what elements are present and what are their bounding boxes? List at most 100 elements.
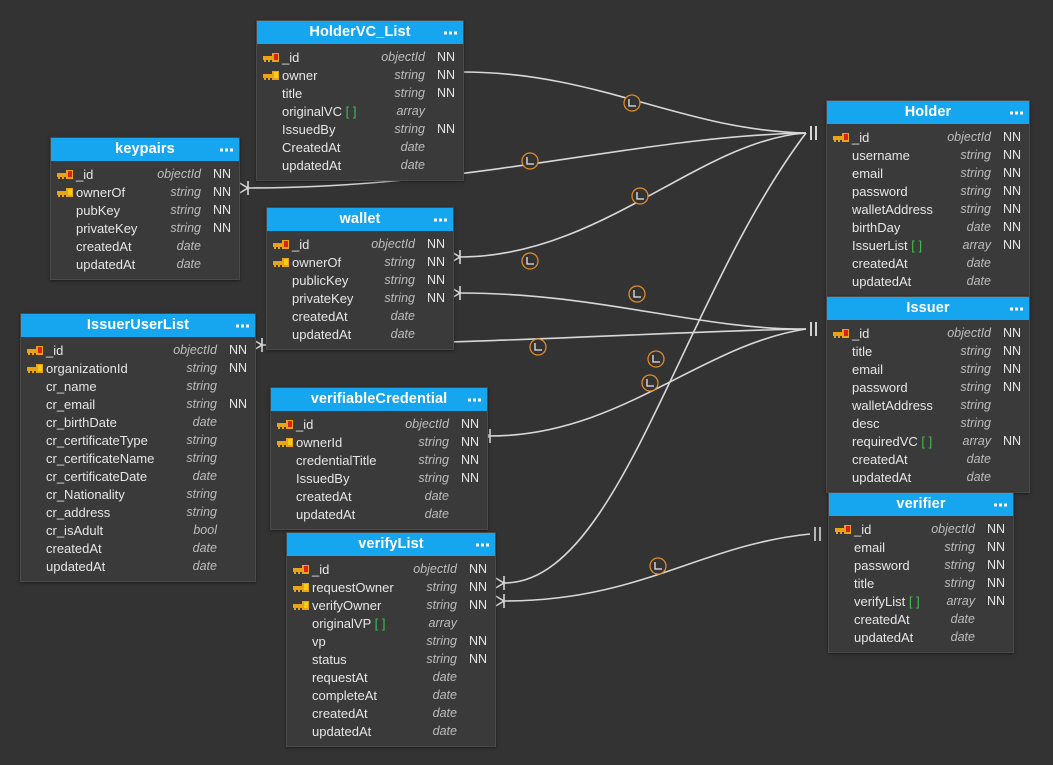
ellipsis-icon[interactable] [220, 148, 233, 151]
table-header-verifyList[interactable]: verifyList [287, 533, 495, 556]
relationship-line[interactable] [489, 328, 807, 437]
ellipsis-icon[interactable] [1010, 307, 1023, 310]
table-header-wallet[interactable]: wallet [267, 208, 453, 231]
relationship-line[interactable] [459, 132, 807, 258]
relationship-line[interactable] [461, 71, 807, 134]
ellipsis-icon[interactable] [468, 398, 481, 401]
ellipsis-icon[interactable] [476, 543, 489, 546]
relationship-line[interactable] [459, 292, 807, 330]
relationship-line[interactable] [503, 533, 811, 602]
ellipsis-icon[interactable] [236, 324, 249, 327]
field-row[interactable]: originalVC [ ]array [257, 102, 463, 120]
ellipsis-icon[interactable] [994, 503, 1007, 506]
ellipsis-icon[interactable] [444, 31, 457, 34]
table-header-verifiableCredential[interactable]: verifiableCredential [271, 388, 487, 411]
table-header-Issuer[interactable]: Issuer [827, 297, 1029, 320]
ellipsis-icon[interactable] [1010, 111, 1023, 114]
relationship-line[interactable] [503, 132, 807, 584]
table-header-IssuerUserList[interactable]: IssuerUserList [21, 314, 255, 337]
table-header-HolderVC_List[interactable]: HolderVC_List [257, 21, 463, 44]
table-header-verifier[interactable]: verifier [829, 493, 1013, 516]
table-header-keypairs[interactable]: keypairs [51, 138, 239, 161]
field-row[interactable]: originalVP [ ]array [287, 614, 495, 632]
